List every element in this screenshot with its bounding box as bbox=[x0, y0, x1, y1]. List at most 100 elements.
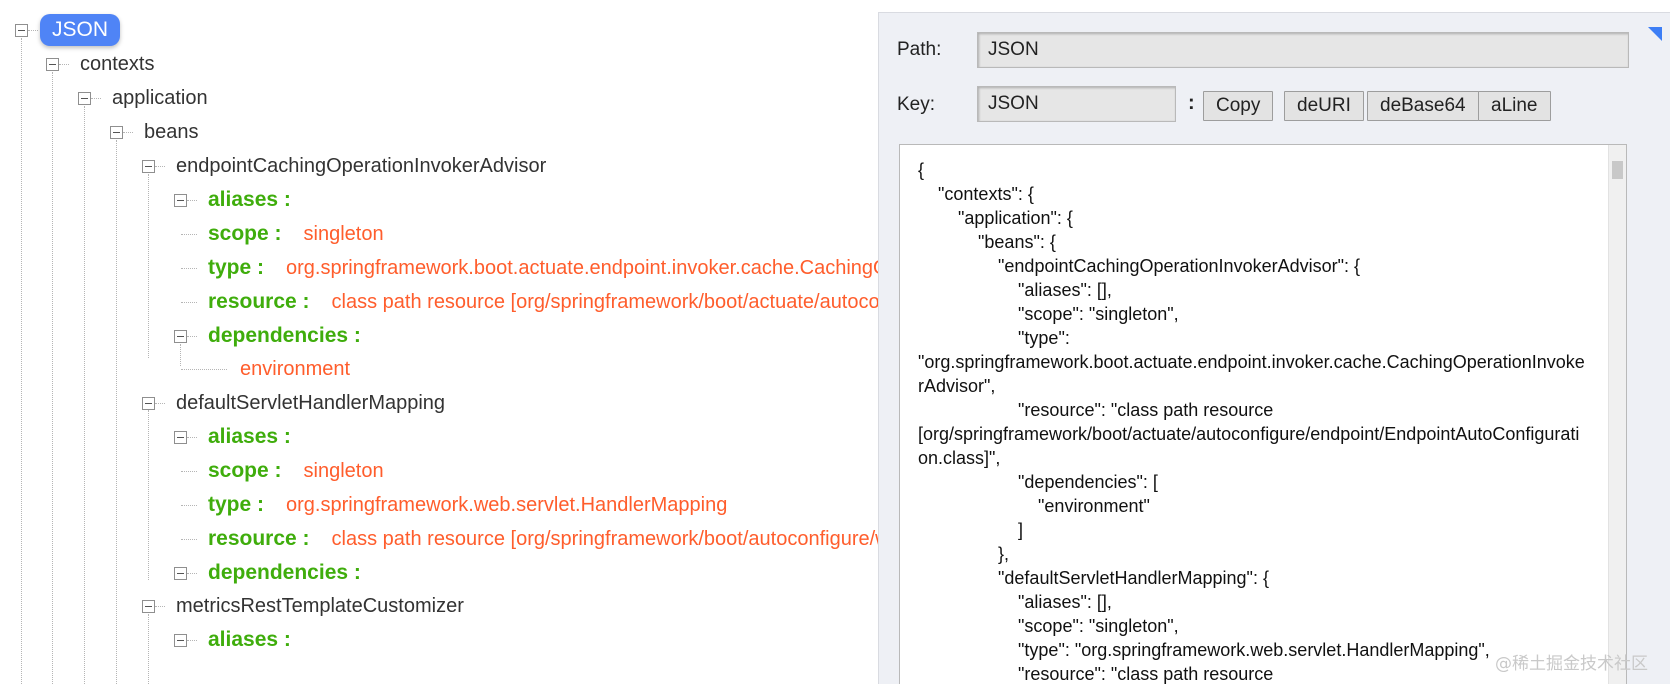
tree-node-application[interactable]: application bbox=[112, 80, 208, 116]
collapse-toggle-bean2-aliases[interactable] bbox=[174, 431, 187, 444]
property-value: org.springframework.web.servlet.HandlerM… bbox=[286, 493, 728, 516]
tree-node-dependencies[interactable]: dependencies : bbox=[208, 555, 361, 591]
tree-node-resource[interactable]: resource : class path resource [org/spri… bbox=[208, 521, 878, 557]
deuri-button[interactable]: deURI bbox=[1284, 91, 1364, 121]
tree-guide-line bbox=[187, 336, 197, 337]
tree-guide-line bbox=[21, 38, 22, 684]
tree-guide-line bbox=[187, 573, 197, 574]
panel-toggle-icon[interactable] bbox=[1648, 27, 1662, 41]
bean-name: metricsRestTemplateCustomizer bbox=[176, 594, 464, 617]
root-node-label[interactable]: JSON bbox=[40, 14, 121, 46]
path-field[interactable]: JSON bbox=[977, 32, 1629, 68]
collapse-toggle-beans[interactable] bbox=[110, 126, 123, 139]
tree-guide-line bbox=[181, 268, 197, 269]
key-colon: : bbox=[1188, 92, 1195, 114]
property-key: aliases : bbox=[208, 188, 291, 211]
json-text-area[interactable]: { "contexts": { "application": { "beans"… bbox=[899, 144, 1627, 684]
collapse-toggle-bean3[interactable] bbox=[142, 600, 155, 613]
tree-guide-line bbox=[148, 410, 149, 580]
tree-guide-line bbox=[116, 140, 117, 684]
tree-guide-line bbox=[187, 437, 197, 438]
tree-guide-line bbox=[148, 174, 149, 358]
tree-guide-line bbox=[155, 606, 165, 607]
json-detail-panel: Path: JSON Key: JSON : Copy deURI deBase… bbox=[878, 12, 1670, 684]
node-label: application bbox=[112, 86, 208, 109]
scrollbar-thumb[interactable] bbox=[1612, 161, 1623, 179]
tree-guide-line bbox=[28, 30, 38, 31]
property-value: singleton bbox=[303, 459, 384, 482]
path-label: Path: bbox=[897, 39, 942, 60]
vertical-scrollbar[interactable] bbox=[1608, 145, 1626, 684]
property-value: class path resource [org/springframework… bbox=[331, 527, 878, 550]
tree-node-dependency[interactable]: environment bbox=[240, 351, 350, 387]
collapse-toggle-bean1[interactable] bbox=[142, 160, 155, 173]
collapse-toggle-bean2-dependencies[interactable] bbox=[174, 567, 187, 580]
tree-guide-line bbox=[181, 234, 197, 235]
collapse-toggle-application[interactable] bbox=[78, 92, 91, 105]
collapse-toggle-bean2[interactable] bbox=[142, 397, 155, 410]
watermark: @稀土掘金技术社区 bbox=[1495, 654, 1648, 674]
collapse-toggle-contexts[interactable] bbox=[46, 58, 59, 71]
tree-node-resource[interactable]: resource : class path resource [org/spri… bbox=[208, 284, 878, 320]
property-key: resource : bbox=[208, 290, 310, 313]
aline-button[interactable]: aLine bbox=[1478, 91, 1551, 121]
property-key: resource : bbox=[208, 527, 310, 550]
property-value: class path resource [org/springframework… bbox=[331, 290, 878, 313]
tree-node-bean[interactable]: endpointCachingOperationInvokerAdvisor bbox=[176, 148, 546, 184]
tree-node-dependencies[interactable]: dependencies : bbox=[208, 318, 361, 354]
tree-guide-line bbox=[181, 369, 227, 370]
tree-guide-line bbox=[181, 539, 197, 540]
tree-guide-line bbox=[148, 614, 149, 684]
copy-button[interactable]: Copy bbox=[1203, 91, 1274, 121]
node-label: contexts bbox=[80, 52, 155, 75]
tree-guide-line bbox=[187, 640, 197, 641]
property-key: dependencies : bbox=[208, 561, 361, 584]
debase64-button[interactable]: deBase64 bbox=[1367, 91, 1479, 121]
key-label: Key: bbox=[897, 94, 936, 115]
property-value: singleton bbox=[303, 222, 384, 245]
tree-node-type[interactable]: type : org.springframework.boot.actuate.… bbox=[208, 250, 878, 286]
tree-guide-line bbox=[84, 106, 85, 684]
tree-guide-line bbox=[155, 403, 165, 404]
tree-guide-line bbox=[180, 344, 181, 366]
tree-node-aliases[interactable]: aliases : bbox=[208, 419, 291, 455]
tree-node-aliases[interactable]: aliases : bbox=[208, 622, 291, 658]
tree-guide-line bbox=[123, 132, 133, 133]
property-key: type : bbox=[208, 493, 265, 516]
bean-name: endpointCachingOperationInvokerAdvisor bbox=[176, 154, 547, 177]
json-tree: JSON contexts application beans endpoint… bbox=[0, 0, 878, 684]
tree-guide-line bbox=[181, 505, 197, 506]
tree-guide-line bbox=[187, 200, 197, 201]
bean-name: defaultServletHandlerMapping bbox=[176, 391, 446, 414]
property-value: environment bbox=[240, 357, 351, 380]
tree-node-type[interactable]: type : org.springframework.web.servlet.H… bbox=[208, 487, 727, 523]
collapse-toggle-bean3-aliases[interactable] bbox=[174, 634, 187, 647]
json-text: { "contexts": { "application": { "beans"… bbox=[918, 160, 1585, 684]
tree-guide-line bbox=[181, 302, 197, 303]
tree-node-bean[interactable]: metricsRestTemplateCustomizer bbox=[176, 588, 464, 624]
tree-node-scope[interactable]: scope : singleton bbox=[208, 216, 384, 252]
tree-guide-line bbox=[52, 72, 53, 684]
property-key: scope : bbox=[208, 459, 282, 482]
tree-node-root[interactable]: JSON bbox=[40, 12, 121, 48]
node-label: beans bbox=[144, 120, 199, 143]
collapse-toggle-bean1-aliases[interactable] bbox=[174, 194, 187, 207]
tree-node-contexts[interactable]: contexts bbox=[80, 46, 154, 82]
property-key: scope : bbox=[208, 222, 282, 245]
tree-node-bean[interactable]: defaultServletHandlerMapping bbox=[176, 385, 445, 421]
tree-node-aliases[interactable]: aliases : bbox=[208, 182, 291, 218]
tree-guide-line bbox=[59, 64, 69, 65]
tree-guide-line bbox=[181, 471, 197, 472]
property-key: type : bbox=[208, 256, 265, 279]
key-field[interactable]: JSON bbox=[977, 86, 1176, 122]
tree-guide-line bbox=[91, 98, 101, 99]
tree-node-scope[interactable]: scope : singleton bbox=[208, 453, 384, 489]
collapse-toggle-root[interactable] bbox=[15, 24, 28, 37]
collapse-toggle-bean1-dependencies[interactable] bbox=[174, 330, 187, 343]
tree-guide-line bbox=[155, 166, 165, 167]
property-value: org.springframework.boot.actuate.endpoin… bbox=[286, 256, 878, 279]
property-key: aliases : bbox=[208, 628, 291, 651]
property-key: aliases : bbox=[208, 425, 291, 448]
property-key: dependencies : bbox=[208, 324, 361, 347]
tree-node-beans[interactable]: beans bbox=[144, 114, 199, 150]
